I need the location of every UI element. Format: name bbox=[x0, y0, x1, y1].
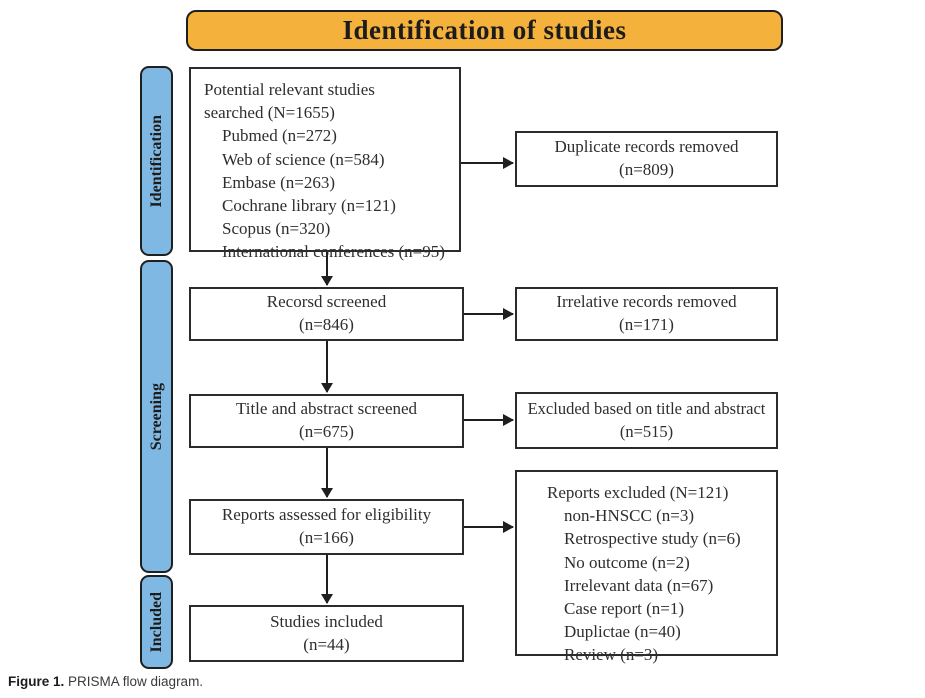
excluded-reason-non-hnscc: non-HNSCC (n=3) bbox=[564, 506, 695, 526]
irrelative-count: (n=171) bbox=[619, 315, 674, 334]
arrow-search-to-duplicates bbox=[461, 157, 514, 169]
irrelative-label: Irrelative records removed bbox=[556, 292, 737, 312]
excluded-title-count: (n=515) bbox=[619, 421, 674, 441]
stage-bar-identification: Identification bbox=[140, 66, 173, 256]
screened-count: (n=846) bbox=[299, 315, 354, 334]
search-source-cochrane: Cochrane library (n=121) bbox=[222, 196, 396, 216]
excluded-title-label: Excluded based on title and abstract bbox=[527, 399, 766, 419]
box-studies-included: Studies included (n=44) bbox=[189, 605, 464, 662]
stage-label-included: Included bbox=[147, 591, 165, 653]
figure-caption-prefix: Figure 1. bbox=[8, 674, 65, 689]
duplicates-count: (n=809) bbox=[619, 160, 674, 179]
box-reports-assessed: Reports assessed for eligibility (n=166) bbox=[189, 499, 464, 555]
box-duplicates-removed: Duplicate records removed (n=809) bbox=[515, 131, 778, 187]
title-abstract-label: Title and abstract screened bbox=[235, 399, 418, 419]
stage-bar-included: Included bbox=[140, 575, 173, 669]
stage-label-identification: Identification bbox=[147, 114, 165, 208]
stage-label-screening: Screening bbox=[147, 382, 165, 451]
box-title-abstract-screened: Title and abstract screened (n=675) bbox=[189, 394, 464, 448]
excluded-reason-duplicate: Duplictae (n=40) bbox=[564, 622, 681, 642]
title-abstract-count: (n=675) bbox=[299, 422, 354, 441]
duplicates-label: Duplicate records removed bbox=[554, 137, 739, 157]
search-heading-line-2: searched (N=1655) bbox=[204, 103, 335, 123]
search-heading-line-1: Potential relevant studies bbox=[204, 80, 375, 99]
box-records-screened: Recorsd screened (n=846) bbox=[189, 287, 464, 341]
excluded-reason-irrelevant-data: Irrelevant data (n=67) bbox=[564, 575, 714, 595]
screened-label: Recorsd screened bbox=[266, 292, 387, 312]
arrow-eligibility-to-included bbox=[321, 555, 333, 604]
box-excluded-title-abstract: Excluded based on title and abstract (n=… bbox=[515, 392, 778, 449]
arrow-screened-to-title-abstract bbox=[321, 341, 333, 393]
search-source-embase: Embase (n=263) bbox=[222, 172, 335, 192]
stage-bar-screening: Screening bbox=[140, 260, 173, 573]
banner-title: Identification of studies bbox=[186, 10, 783, 51]
box-reports-excluded: Reports excluded (N=121) non-HNSCC (n=3)… bbox=[515, 470, 778, 664]
arrow-screened-to-irrelative bbox=[464, 308, 514, 320]
included-label: Studies included bbox=[270, 611, 383, 631]
search-source-conferences: International conferences (n=95) bbox=[222, 242, 445, 262]
excluded-reason-review: Review (n=3) bbox=[564, 645, 659, 665]
eligibility-count: (n=166) bbox=[299, 528, 354, 547]
figure-caption-text: PRISMA flow diagram. bbox=[64, 674, 204, 689]
reports-excluded-title: Reports excluded (N=121) bbox=[547, 483, 729, 502]
box-search-results: Potential relevant studies searched (N=1… bbox=[189, 67, 461, 261]
figure-caption: Figure 1. PRISMA flow diagram. bbox=[8, 674, 203, 689]
arrow-title-abstract-to-excluded bbox=[464, 414, 514, 426]
arrow-title-abstract-to-eligibility bbox=[321, 448, 333, 498]
search-source-web-of-science: Web of science (n=584) bbox=[222, 149, 385, 169]
excluded-reason-no-outcome: No outcome (n=2) bbox=[564, 552, 690, 572]
excluded-reason-retrospective: Retrospective study (n=6) bbox=[564, 529, 741, 549]
arrow-search-to-screened bbox=[321, 252, 333, 286]
arrow-eligibility-to-reports-excluded bbox=[464, 521, 514, 533]
included-count: (n=44) bbox=[303, 634, 350, 654]
search-source-pubmed: Pubmed (n=272) bbox=[222, 126, 337, 146]
eligibility-label: Reports assessed for eligibility bbox=[221, 505, 432, 525]
excluded-reason-case-report: Case report (n=1) bbox=[564, 599, 685, 619]
search-source-scopus: Scopus (n=320) bbox=[222, 219, 331, 239]
box-irrelative-removed: Irrelative records removed (n=171) bbox=[515, 287, 778, 341]
